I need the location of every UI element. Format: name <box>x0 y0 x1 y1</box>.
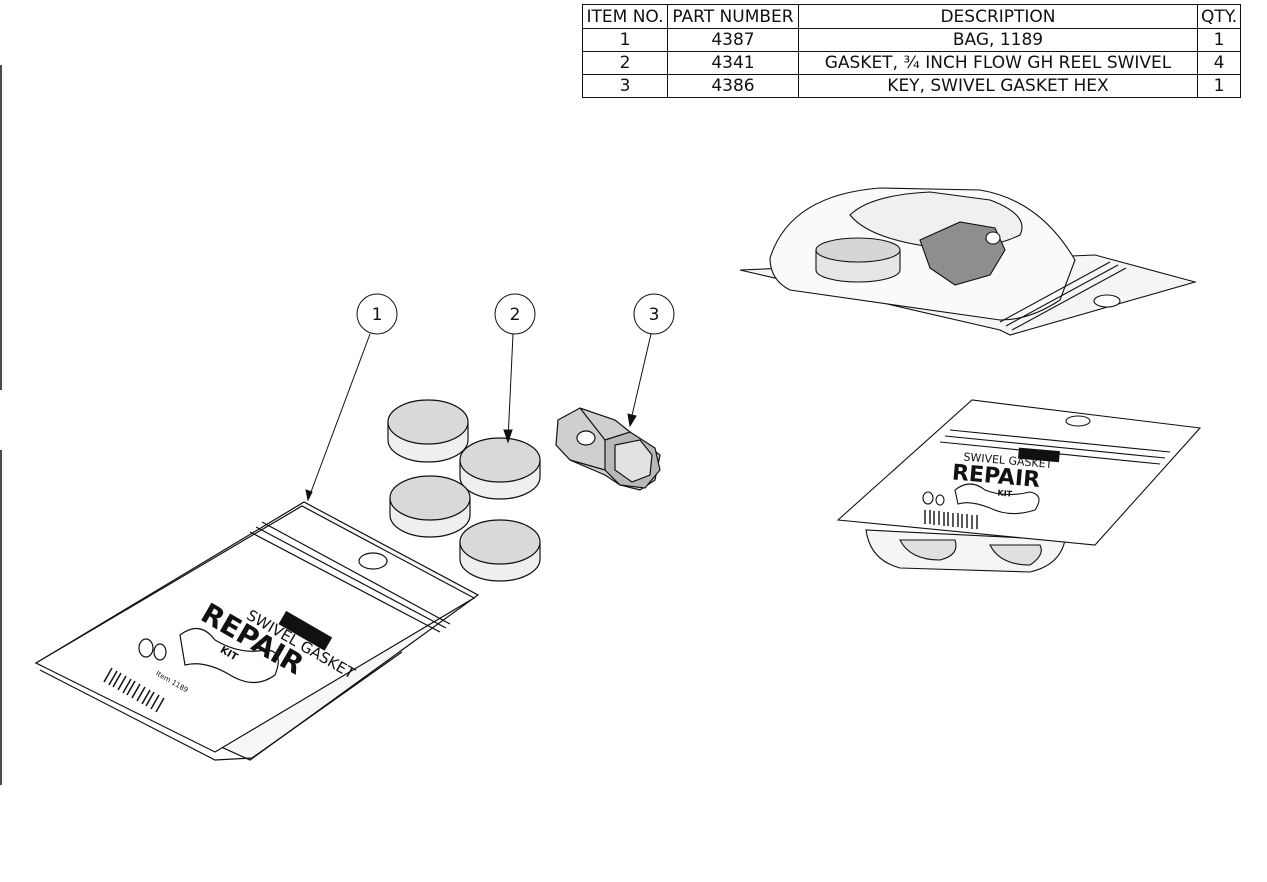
assembled-bag-line3: KIT <box>997 488 1013 498</box>
bom-row: 2 4341 GASKET, ¾ INCH FLOW GH REEL SWIVE… <box>582 51 1242 75</box>
bom-cell-qty: 1 <box>1196 74 1242 98</box>
bom-cell-desc: GASKET, ¾ INCH FLOW GH REEL SWIVEL <box>798 51 1198 75</box>
balloon-2-label: 2 <box>510 305 521 325</box>
balloon-3: 3 <box>627 293 675 428</box>
bom-cell-item: 2 <box>582 51 668 75</box>
bom-cell-desc: KEY, SWIVEL GASKET HEX <box>798 74 1198 98</box>
bag-gasket-illustration <box>138 628 279 684</box>
bom-cell-qty: 1 <box>1196 28 1242 52</box>
bom-row: 3 4386 KEY, SWIVEL GASKET HEX 1 <box>582 74 1242 98</box>
bom-cell-item: 3 <box>582 74 668 98</box>
balloon-3-label: 3 <box>649 305 660 325</box>
assembled-bag-gasket-illustration <box>922 483 1040 515</box>
gasket-set <box>387 399 541 582</box>
bom-row: 1 4387 BAG, 1189 1 <box>582 28 1242 52</box>
assembled-blister-pack <box>739 187 1198 336</box>
bag-barcode <box>103 667 165 713</box>
balloon-1: 1 <box>305 293 398 502</box>
bom-header-part: PART NUMBER <box>667 4 799 29</box>
balloon-1-label: 1 <box>372 305 383 325</box>
bom-header-item: ITEM NO. <box>582 4 668 29</box>
bom-cell-part: 4386 <box>667 74 799 98</box>
gasket <box>459 519 541 582</box>
bom-cell-desc: BAG, 1189 <box>798 28 1198 52</box>
bom-header-qty: QTY. <box>1196 4 1242 29</box>
bom-header-row: ITEM NO. PART NUMBER DESCRIPTION QTY. <box>582 4 1242 29</box>
bom-cell-qty: 4 <box>1196 51 1242 75</box>
repair-kit-bag: ELEY SWIVEL GASKET REPAIR KIT Item 1189 <box>34 501 480 761</box>
assembled-bag-barcode <box>924 510 978 529</box>
balloon-2: 2 <box>494 293 536 444</box>
hex-key <box>555 407 661 491</box>
gasket <box>459 437 541 500</box>
assembled-bag-brand: ELEY <box>1028 450 1051 461</box>
assembled-bag-view: ELEY SWIVEL GASKET REPAIR KIT <box>836 399 1202 573</box>
bill-of-materials-table: ITEM NO. PART NUMBER DESCRIPTION QTY. 1 … <box>582 4 1242 98</box>
gasket <box>389 475 471 538</box>
assembled-bag-label: ELEY SWIVEL GASKET REPAIR KIT <box>951 447 1060 499</box>
gasket <box>387 399 469 463</box>
